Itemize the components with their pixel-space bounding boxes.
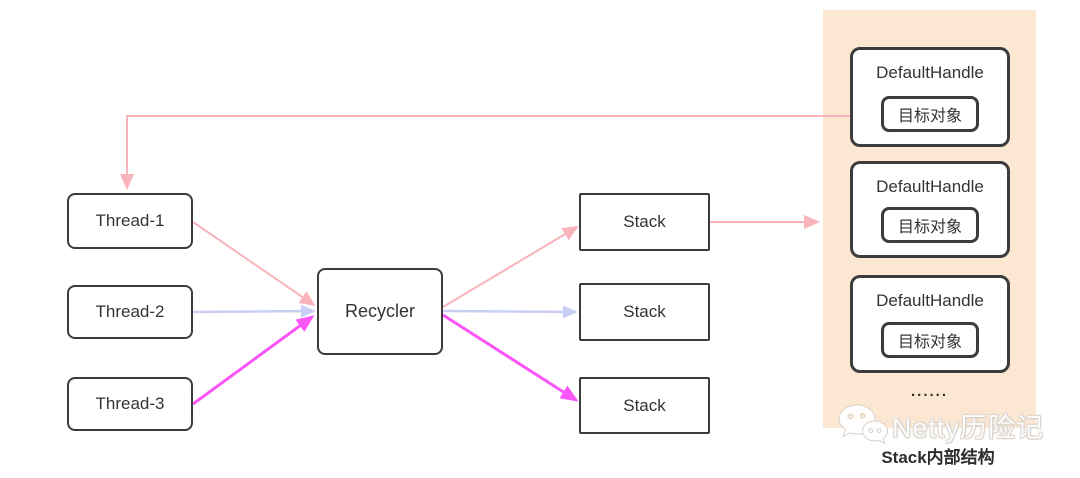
arrow-recycler-to-stack2 (442, 305, 578, 319)
stack-2-label: Stack (623, 302, 666, 321)
arrow-return-object-to-thread1 (120, 115, 880, 190)
node-stack-2: Stack (579, 283, 710, 341)
panel-caption: Stack内部结构 (881, 448, 995, 467)
target-object-2-label: 目标对象 (897, 219, 962, 236)
node-default-handle-1: DefaultHandle 目标对象 (850, 47, 1010, 147)
stack-1-label: Stack (623, 212, 666, 231)
target-object-box-1: 目标对象 (881, 96, 979, 132)
more-handles-ellipsis: ...... (910, 383, 948, 400)
node-thread-1: Thread-1 (67, 193, 193, 249)
recycler-label: Recycler (344, 301, 415, 321)
node-default-handle-2: DefaultHandle 目标对象 (850, 161, 1010, 258)
node-thread-3: Thread-3 (67, 377, 193, 431)
node-default-handle-3: DefaultHandle 目标对象 (850, 275, 1010, 373)
target-object-box-2: 目标对象 (881, 207, 979, 243)
target-object-box-3: 目标对象 (881, 322, 979, 358)
stack-3-label: Stack (623, 395, 666, 415)
thread-1-label: Thread-1 (95, 211, 165, 230)
arrow-thread1-to-recycler (192, 221, 316, 307)
arrow-thread3-to-recycler (192, 315, 315, 406)
arrow-recycler-to-stack1 (442, 225, 579, 308)
default-handle-3-title: DefaultHandle (876, 291, 984, 310)
default-handle-1-title: DefaultHandle (876, 63, 984, 82)
arrow-thread2-to-recycler (192, 304, 316, 318)
default-handle-2-title: DefaultHandle (876, 177, 984, 196)
thread-3-label: Thread-3 (95, 394, 165, 413)
target-object-1-label: 目标对象 (897, 108, 962, 125)
node-thread-2: Thread-2 (67, 285, 193, 339)
node-stack-3: Stack (579, 377, 710, 434)
node-recycler: Recycler (317, 268, 443, 355)
node-stack-1: Stack (579, 193, 710, 251)
target-object-3-label: 目标对象 (897, 334, 962, 351)
arrow-recycler-to-stack3 (442, 313, 579, 402)
thread-2-label: Thread-2 (95, 302, 165, 321)
